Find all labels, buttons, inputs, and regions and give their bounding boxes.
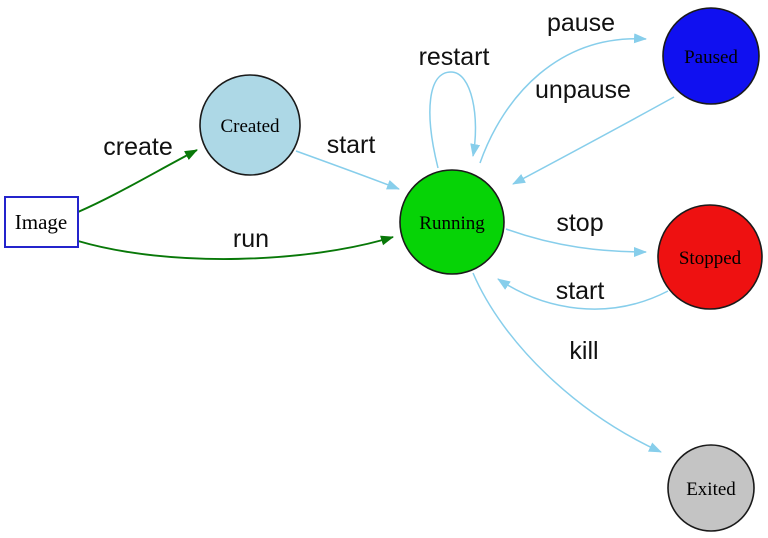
edge-start-created-running <box>295 150 400 190</box>
node-label-created: Created <box>220 116 280 137</box>
node-paused <box>662 7 760 105</box>
edge-label-stop: stop <box>556 209 603 237</box>
edge-stop <box>505 228 647 257</box>
edge-label-kill: kill <box>569 337 598 365</box>
edge-kill <box>472 272 662 453</box>
edge-label-start-stopped-running: start <box>556 277 605 305</box>
edge-unpause <box>512 96 675 185</box>
node-created <box>199 74 301 176</box>
node-running <box>399 169 505 275</box>
edge-label-unpause: unpause <box>535 76 631 104</box>
node-stopped <box>657 204 763 310</box>
edge-label-create: create <box>103 133 172 161</box>
node-label-paused: Paused <box>684 47 738 68</box>
node-label-stopped: Stopped <box>679 248 742 269</box>
edge-label-start-created-running: start <box>327 131 376 159</box>
edge-label-pause: pause <box>547 9 615 37</box>
edge-pause <box>479 33 647 164</box>
node-image <box>4 196 79 248</box>
edge-create <box>77 149 198 213</box>
edge-restart <box>429 71 481 169</box>
edge-label-restart: restart <box>419 43 490 71</box>
node-label-image: Image <box>15 210 67 234</box>
node-label-running: Running <box>419 213 485 234</box>
edge-start-stopped-running <box>497 278 669 310</box>
node-exited <box>667 444 755 532</box>
edge-label-run: run <box>233 225 269 253</box>
node-label-exited: Exited <box>686 479 736 500</box>
edge-run <box>77 235 394 260</box>
